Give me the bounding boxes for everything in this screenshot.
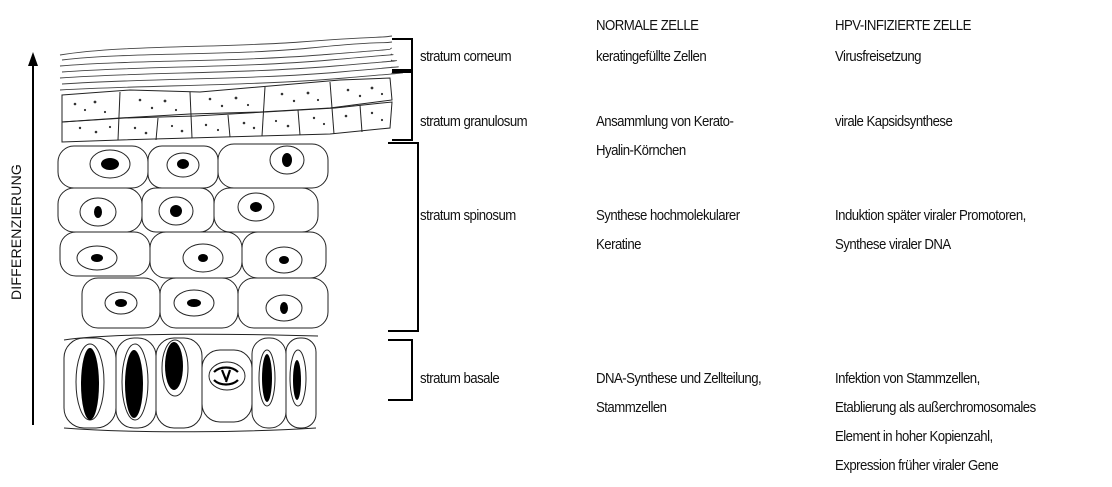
hpv-spinosum-text-1: Induktion später viraler Promotoren, xyxy=(835,204,1026,228)
normal-basale-text-1: DNA-Synthese und Zellteilung, xyxy=(596,367,761,391)
normal-basale-text-2: Stammzellen xyxy=(596,396,666,420)
basale-nuclei xyxy=(81,342,301,420)
layer-brackets xyxy=(388,39,418,400)
hpv-cell-header: HPV-INFIZIERTE ZELLE xyxy=(835,14,971,38)
hpv-corneum-text: Virusfreisetzung xyxy=(835,45,921,69)
hpv-basale-text-2: Etablierung als außerchromosomales xyxy=(835,396,1036,420)
normal-spinosum-text-1: Synthese hochmolekularer xyxy=(596,204,740,228)
corneum-layer xyxy=(60,36,403,90)
spinosum-nuclei-rings xyxy=(77,146,304,321)
differentiation-axis-label: DIFFERENZIERUNG xyxy=(8,164,24,300)
differentiation-arrow xyxy=(28,52,38,425)
normal-spinosum-text-2: Keratine xyxy=(596,233,641,257)
normal-corneum-text: keratingefüllte Zellen xyxy=(596,45,706,69)
normal-cell-header: NORMALE ZELLE xyxy=(596,14,698,38)
layer-name-granulosum: stratum granulosum xyxy=(420,110,527,134)
normal-granulosum-text-1: Ansammlung von Kerato- xyxy=(596,110,733,134)
hpv-spinosum-text-2: Synthese viraler DNA xyxy=(835,233,951,257)
layer-name-basale: stratum basale xyxy=(420,367,499,391)
hpv-granulosum-text: virale Kapsidsynthese xyxy=(835,110,952,134)
layer-name-corneum: stratum corneum xyxy=(420,45,511,69)
normal-granulosum-text-2: Hyalin-Körnchen xyxy=(596,139,686,163)
mitotic-chromosomes xyxy=(214,368,238,385)
basale-layer xyxy=(64,334,318,432)
hpv-basale-text-4: Expression früher viraler Gene xyxy=(835,454,998,478)
layer-name-spinosum: stratum spinosum xyxy=(420,204,516,228)
hpv-basale-text-1: Infektion von Stammzellen, xyxy=(835,367,980,391)
hpv-basale-text-3: Element in hoher Kopienzahl, xyxy=(835,425,993,449)
